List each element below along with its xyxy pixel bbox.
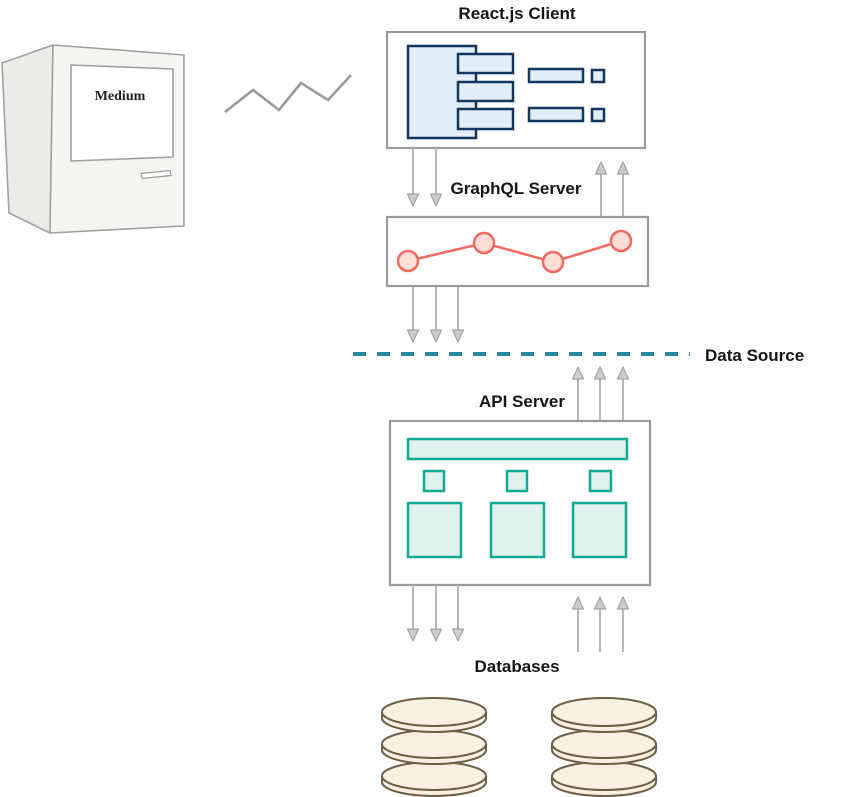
retro-computer-icon: Medium <box>1 44 185 234</box>
api-service-blocks <box>406 437 629 559</box>
databases-label: Databases <box>474 657 559 676</box>
component-sub-block <box>456 80 515 103</box>
api-small-block <box>422 469 446 493</box>
api-server-title: API Server <box>479 392 565 411</box>
database-cylinder-icon <box>551 697 657 797</box>
up-arrow-head-icon <box>594 161 608 175</box>
list-bullet <box>590 107 606 123</box>
api-large-block <box>406 501 463 559</box>
computer-screen-label: Medium <box>95 89 146 104</box>
api-to-databases-arrows <box>406 585 630 652</box>
down-arrow-head-icon <box>451 329 465 343</box>
list-bar <box>527 67 585 84</box>
api-server-node: API Server <box>388 392 652 587</box>
computer-screen <box>70 64 174 162</box>
chart-point <box>472 231 496 255</box>
computer-disk-slot <box>140 169 172 180</box>
ui-component-blocks <box>406 44 606 140</box>
db-disk-top <box>551 697 657 727</box>
api-header-bar <box>406 437 629 461</box>
up-arrow-head-icon <box>616 366 630 380</box>
react-client-title: React.js Client <box>458 4 575 23</box>
line-chart-icon <box>396 229 633 274</box>
database-cylinder-icon <box>381 697 487 797</box>
component-sub-block <box>456 52 515 75</box>
graphql-to-datasource-arrows <box>406 287 465 343</box>
down-arrow-head-icon <box>406 329 420 343</box>
up-arrow-head-icon <box>593 596 607 610</box>
api-large-block <box>489 501 546 559</box>
up-arrow-head-icon <box>571 366 585 380</box>
list-bar <box>527 106 585 123</box>
computer-side-face <box>1 44 54 234</box>
down-arrow-head-icon <box>429 329 443 343</box>
db-disk-top <box>551 761 657 791</box>
down-arrow-head-icon <box>451 628 465 642</box>
datasource-to-api-arrows <box>571 366 630 421</box>
api-small-block <box>588 469 613 493</box>
down-arrow-head-icon <box>406 193 420 207</box>
down-arrow-head-icon <box>429 193 443 207</box>
component-sub-block <box>456 107 515 131</box>
up-arrow-head-icon <box>571 596 585 610</box>
up-arrow-head-icon <box>593 366 607 380</box>
db-disk-top <box>551 729 657 759</box>
client-to-graphql-arrows <box>406 148 630 217</box>
api-large-block <box>571 501 628 559</box>
db-disk-top <box>381 761 487 791</box>
chart-polyline <box>407 239 622 264</box>
list-bullet <box>590 68 606 84</box>
chart-point <box>541 250 565 274</box>
zigzag-connector-line <box>224 74 352 114</box>
react-client-node: React.js Client <box>385 4 647 150</box>
graphql-server-title: GraphQL Server <box>450 179 581 198</box>
db-disk-top <box>381 729 487 759</box>
up-arrow-head-icon <box>616 161 630 175</box>
databases-section: Databases <box>381 657 657 797</box>
api-small-block <box>505 469 529 493</box>
data-source-divider: Data Source <box>353 346 804 365</box>
chart-point <box>609 229 633 253</box>
graphql-server-node: GraphQL Server <box>385 179 650 288</box>
data-source-label: Data Source <box>705 346 804 365</box>
up-arrow-head-icon <box>616 596 630 610</box>
down-arrow-head-icon <box>429 628 443 642</box>
down-arrow-head-icon <box>406 628 420 642</box>
db-disk-top <box>381 697 487 727</box>
chart-point <box>396 249 420 273</box>
